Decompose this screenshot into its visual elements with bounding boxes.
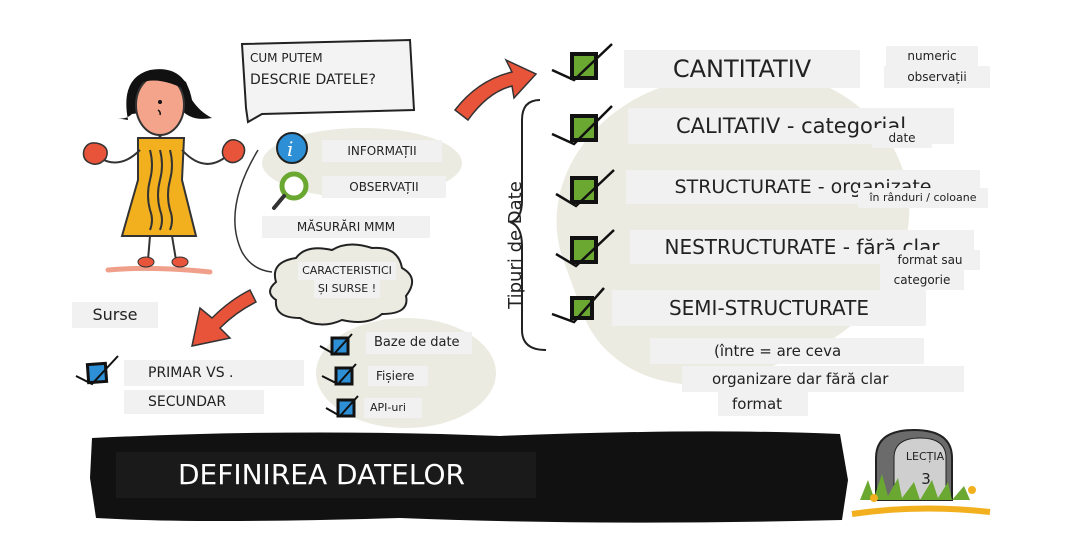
type-note: categorie [880,270,964,290]
item-measurements: MĂSURĂRI MMM [262,216,430,238]
type-note: numeric [886,46,978,66]
cloud-label: CARACTERISTICI ȘI SURSE ! [284,262,410,298]
type-label: SEMI-STRUCTURATE [612,290,926,326]
type-note: observații [884,66,990,88]
speech-line-1: CUM PUTEM [250,51,323,65]
type-note: format [718,392,808,416]
speech-bubble: CUM PUTEM DESCRIE DATELE? [250,50,410,88]
item-information: INFORMAȚII [322,140,442,162]
lesson-number: 3 [921,470,931,488]
cloud-line-2: ȘI SURSE ! [313,280,381,298]
source-item: Fișiere [368,366,428,386]
source-item: API-uri [364,398,422,418]
source-item: Baze de date [366,332,472,354]
type-note: format sau [880,250,980,270]
type-note: organizare dar fără clar [682,366,964,392]
type-note: în rânduri / coloane [858,188,988,208]
banner-title: DEFINIREA DATELOR [116,452,536,498]
svg-text:i: i [287,137,293,161]
type-label: STRUCTURATE - organizate [626,170,980,204]
type-note: (între = are ceva [650,338,924,364]
item-observations: OBSERVAȚII [322,176,446,198]
primary-line-2: SECUNDAR [124,390,264,414]
type-note: date [872,128,932,148]
speech-line-2: DESCRIE DATELE? [250,72,376,88]
type-label: CANTITATIV [624,50,860,88]
sources-title: Surse [72,302,158,328]
lesson-label: LECȚIA [905,450,945,463]
primary-line-1: PRIMAR VS . [124,360,304,386]
cloud-line-1: CARACTERISTICI [298,262,396,280]
